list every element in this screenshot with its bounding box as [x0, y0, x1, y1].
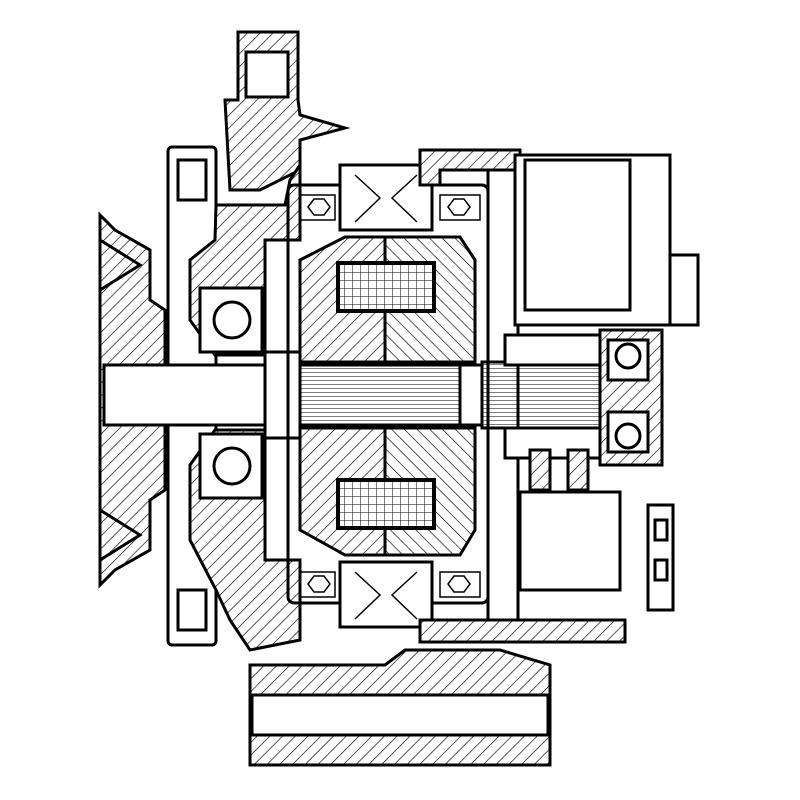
field-coil-upper: [336, 261, 436, 313]
rear-housing-top: [418, 148, 522, 187]
plate-detail: [176, 158, 208, 202]
field-coil-lower: [336, 478, 436, 530]
voltage-regulator: [513, 153, 700, 327]
stator-upper: [299, 163, 481, 232]
rear-housing-wall: [486, 168, 520, 622]
rotor-shaft-core: [298, 363, 472, 427]
rear-bearing: [598, 328, 664, 467]
top-mounting-ear: [223, 30, 351, 192]
front-bearing-upper: [198, 286, 264, 354]
plate-detail: [176, 588, 208, 632]
shaft: [102, 363, 271, 427]
shaft-rear: [480, 360, 609, 430]
stator-lower: [299, 560, 481, 629]
connector: [646, 503, 675, 612]
shaft-spacer: [458, 363, 484, 427]
bottom-mounting-foot: [248, 648, 552, 767]
shaft-collar: [263, 350, 302, 440]
front-bearing-lower: [198, 432, 264, 500]
brush-holder: [503, 333, 622, 592]
rear-housing-bottom: [418, 618, 627, 644]
